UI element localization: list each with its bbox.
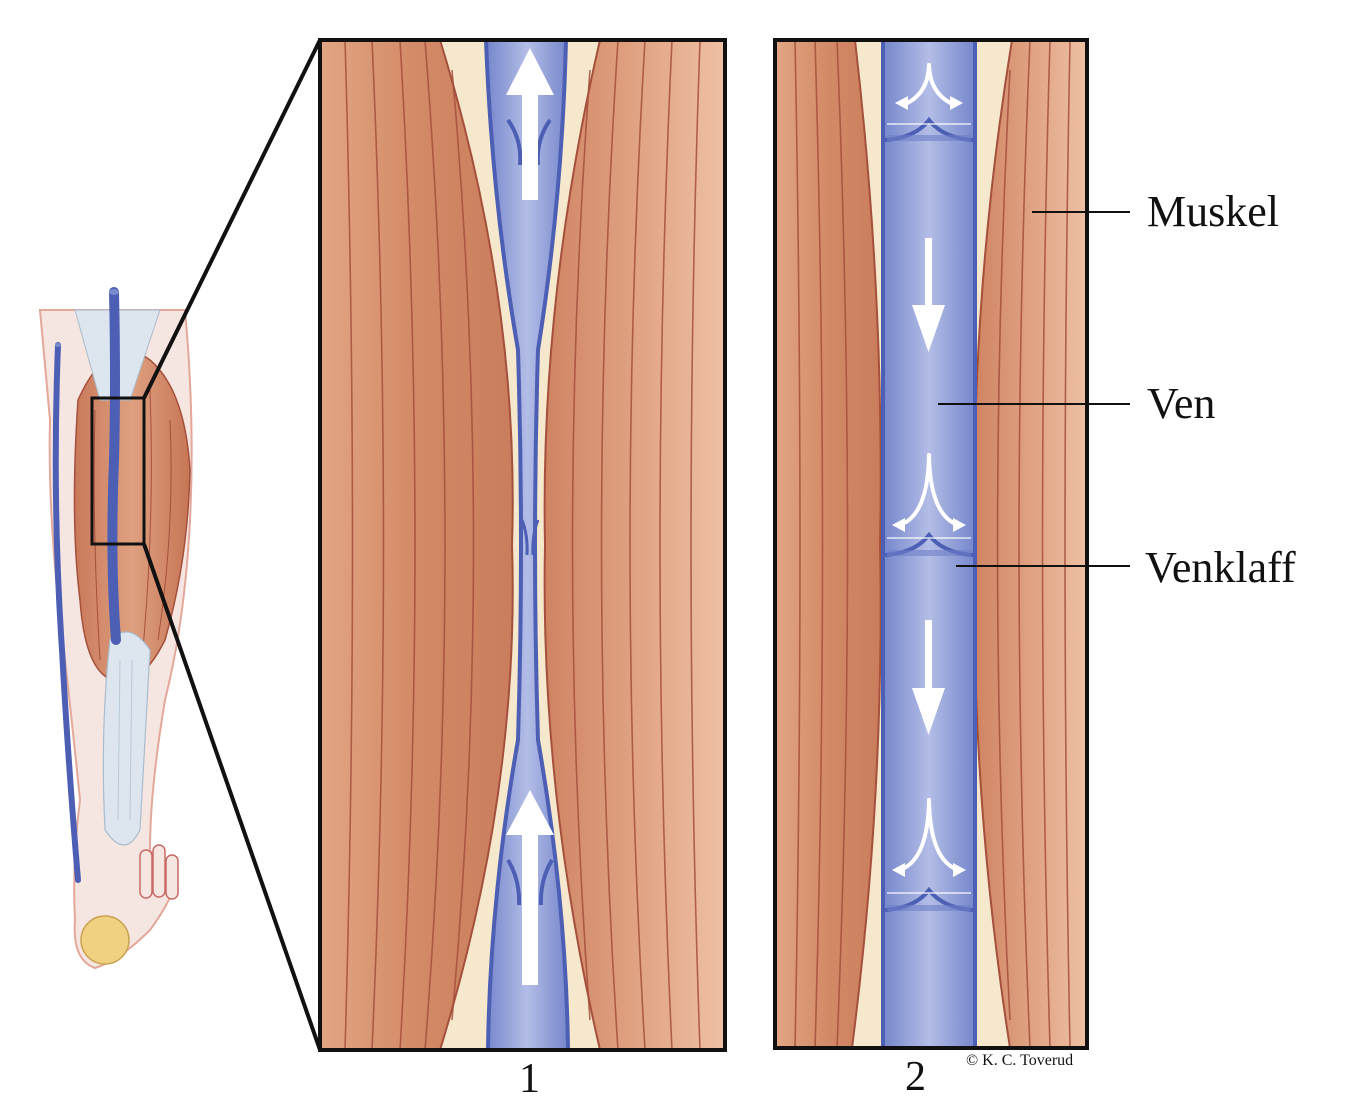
panel-2-arrow-down-top: [912, 238, 945, 352]
label-muscle: Muskel: [1147, 187, 1279, 236]
leg-tendon: [102, 631, 151, 846]
panel-2-vein: [881, 40, 977, 1048]
zoom-box: [90, 396, 146, 546]
panel-2: [775, 40, 1087, 1048]
copyright: © K. C. Toverud: [966, 1052, 1074, 1069]
leg-vein-small: [52, 342, 81, 883]
panel-2-muscle-left: [775, 40, 882, 1048]
leg-toes: [139, 844, 179, 900]
panel-2-muscle-right: [973, 40, 1087, 1048]
panel-2-arrow-down-bottom: [912, 620, 945, 735]
zoom-line-bottom: [142, 543, 322, 1051]
leg-vein-large: [107, 287, 121, 645]
panel-1-muscle-left: [320, 40, 514, 1050]
leg-heel: [80, 915, 130, 965]
label-vein: Ven: [1147, 379, 1216, 428]
panel-1-arrow-up-top: [506, 48, 554, 200]
label-valve: Venklaff: [1145, 543, 1296, 592]
panel-1: [320, 40, 725, 1050]
panel-1-muscle-right: [543, 40, 725, 1050]
panel-2-curl-arrows: [898, 63, 960, 872]
panel-1-number: 1: [519, 1056, 540, 1102]
panel-2-frame: [773, 38, 1089, 1050]
panel-1-valve-bottom: [506, 858, 554, 906]
panel-1-arrow-up-bottom: [506, 790, 554, 985]
panel-2-number: 2: [905, 1054, 926, 1100]
panel-1-valve-middle: [520, 519, 540, 556]
panel-1-frame: [318, 38, 727, 1052]
leg-illustration: [38, 287, 193, 970]
zoom-line-top: [142, 39, 322, 399]
